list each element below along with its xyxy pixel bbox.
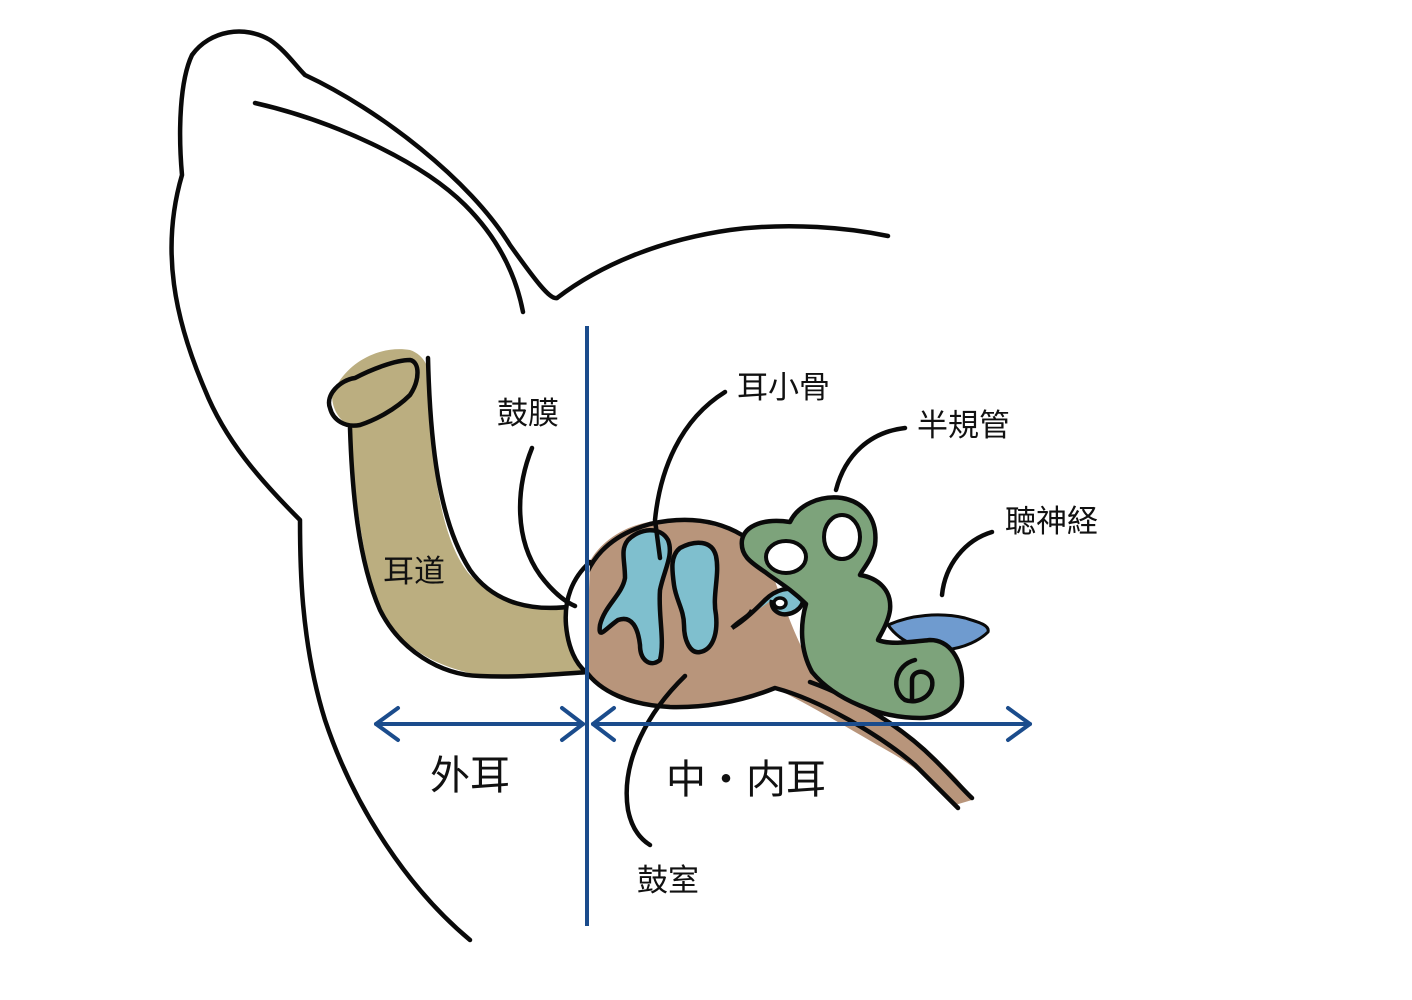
ear-canal (326, 349, 593, 679)
inner-ear (739, 495, 965, 721)
leader-ossicles (652, 389, 728, 561)
auricle-outline (169, 29, 891, 943)
label-tympanic-cavity: 鼓室 (637, 863, 699, 899)
ear-canal-fill (332, 349, 590, 678)
label-ossicles: 耳小骨 (737, 370, 830, 406)
ossicle-incus (670, 540, 720, 655)
label-outer-ear: 外耳 (430, 753, 510, 799)
leader-auditory-nerve (939, 529, 995, 598)
eardrum (563, 559, 593, 675)
semicircular-canal-hole-left (764, 539, 808, 575)
ossicle-stapes-ring (772, 596, 788, 610)
leader-eardrum (517, 445, 578, 609)
middle-inner-ear-arrow (591, 706, 1032, 742)
label-auditory-nerve: 聴神経 (1005, 504, 1098, 540)
cochlea-spiral (894, 657, 935, 704)
label-ear-canal: 耳道 (383, 554, 445, 590)
label-eardrum: 鼓膜 (497, 396, 559, 432)
ossicle-malleus (597, 528, 673, 666)
ossicles (597, 528, 806, 666)
label-semicircular-canals: 半規管 (917, 408, 1010, 444)
leader-semicircular-canals (833, 425, 908, 493)
outer-ear-arrow (374, 706, 585, 742)
label-middle-inner-ear: 中・内耳 (666, 757, 826, 803)
leader-tympanic-cavity (624, 673, 688, 848)
semicircular-canal-hole-right (822, 513, 862, 561)
